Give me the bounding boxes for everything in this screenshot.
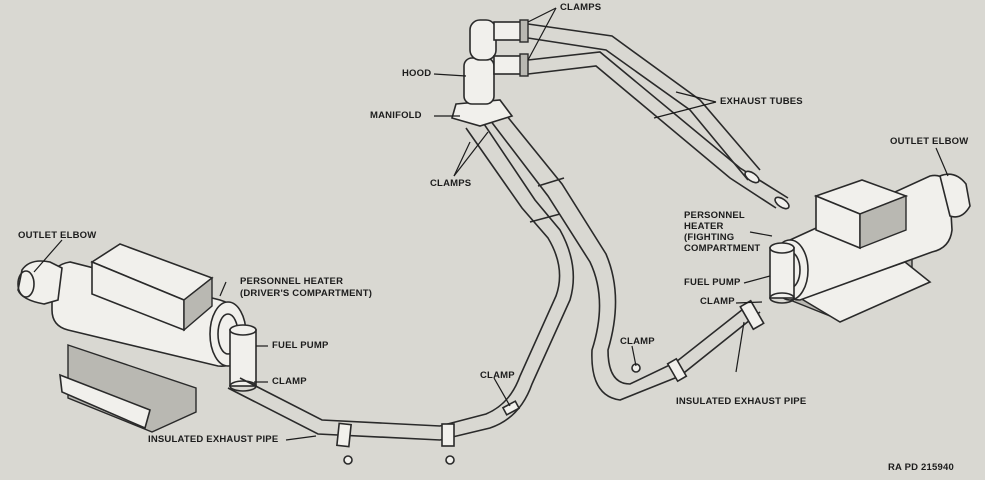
label-heater-fighting-3: (FIGHTING <box>684 232 735 243</box>
label-insulated-pipe-left: INSULATED EXHAUST PIPE <box>148 434 279 445</box>
label-heater-driver-1: PERSONNEL HEATER <box>240 276 344 287</box>
label-fuel-pump-right: FUEL PUMP <box>684 277 741 288</box>
label-heater-fighting-2: HEATER <box>684 221 724 232</box>
left-heater-box-side <box>183 276 213 332</box>
leader-lines <box>33 7 949 441</box>
pipe-clamp-right-2 <box>739 299 765 331</box>
label-clamps-mid: CLAMPS <box>430 178 472 189</box>
exhaust-tubes <box>527 23 790 210</box>
label-clamps-top: CLAMPS <box>560 2 602 13</box>
pipe-clamp-right <box>666 357 688 383</box>
insulated-exhaust-pipe-right <box>489 109 765 401</box>
label-insulated-pipe-right: INSULATED EXHAUST PIPE <box>676 396 807 407</box>
right-outlet-elbow <box>939 173 971 218</box>
label-clamp-center: CLAMP <box>480 370 515 381</box>
figure-reference: RA PD 215940 <box>888 462 954 473</box>
right-heater-assembly <box>769 173 971 323</box>
pipe-clamp-center <box>501 400 521 416</box>
pipe-clamp-2 <box>441 423 455 447</box>
hood-clamp-top <box>519 19 529 43</box>
manifold-hood-assembly <box>451 19 529 127</box>
hood-outlet-top <box>493 21 523 41</box>
label-outlet-elbow-left: OUTLET ELBOW <box>18 230 97 241</box>
hood <box>463 57 495 105</box>
hood-upper-elbow <box>469 19 497 61</box>
label-manifold: MANIFOLD <box>370 110 422 121</box>
pipe-clamp-1 <box>336 422 352 448</box>
right-heater-box-side <box>859 194 907 250</box>
right-fuel-pump <box>769 247 795 299</box>
label-hood: HOOD <box>402 68 432 79</box>
label-fuel-pump-left: FUEL PUMP <box>272 340 329 351</box>
label-outlet-elbow-right: OUTLET ELBOW <box>890 136 969 147</box>
left-mounting-bracket <box>59 373 151 430</box>
label-heater-fighting-4: COMPARTMENT <box>684 243 761 254</box>
label-exhaust-tubes: EXHAUST TUBES <box>720 96 803 107</box>
label-clamp-right-pipe: CLAMP <box>620 336 655 347</box>
label-clamp-right: CLAMP <box>700 296 735 307</box>
left-heater-assembly <box>17 243 257 433</box>
left-fuel-pump <box>229 329 257 387</box>
label-heater-fighting-1: PERSONNEL <box>684 210 745 221</box>
hood-clamp-bottom <box>519 53 529 77</box>
hood-outlet-bottom <box>493 55 523 75</box>
label-clamp-left: CLAMP <box>272 376 307 387</box>
label-heater-driver-2: (DRIVER'S COMPARTMENT) <box>240 288 373 299</box>
